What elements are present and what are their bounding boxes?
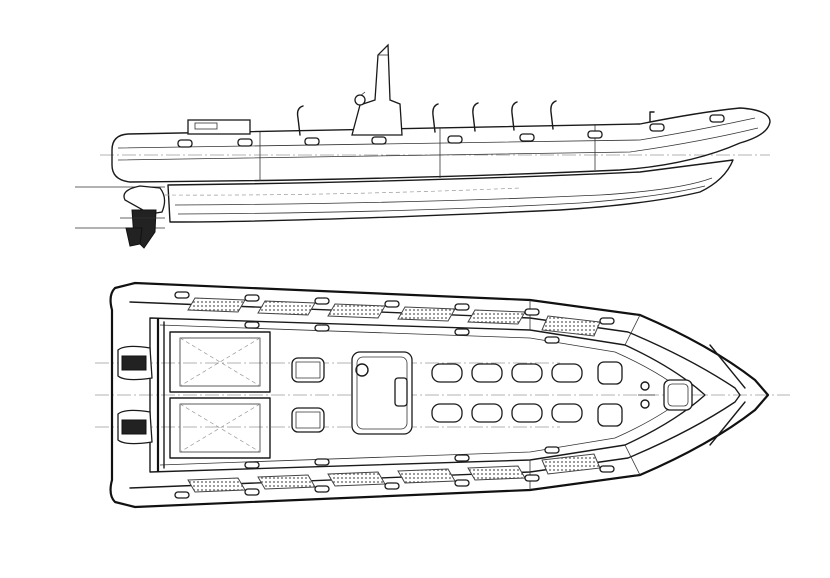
top-view [95,281,790,509]
top-center-console [351,351,413,435]
top-bow-fittings [638,381,655,409]
top-outboard-engines [117,345,153,445]
side-view [75,43,771,249]
top-handle-loops-starboard [174,446,615,499]
side-tube-handles [177,114,725,148]
top-handle-loops-port [174,291,615,344]
side-hull [167,159,734,223]
top-rear-hatches [169,331,271,459]
side-rear-locker [187,119,251,135]
side-console [351,43,403,136]
top-grip-pads-port [187,297,601,337]
side-outboard-engine [120,185,166,249]
top-jockey-seats-row2 [431,403,583,423]
top-jockey-seats-row1 [431,363,583,383]
side-tube [111,107,771,183]
top-tube-outer [109,281,770,509]
top-deck-edge [149,317,706,473]
top-rear-seats [291,357,325,433]
top-forward-hatches [597,361,693,427]
side-jockey-seats [296,100,557,136]
